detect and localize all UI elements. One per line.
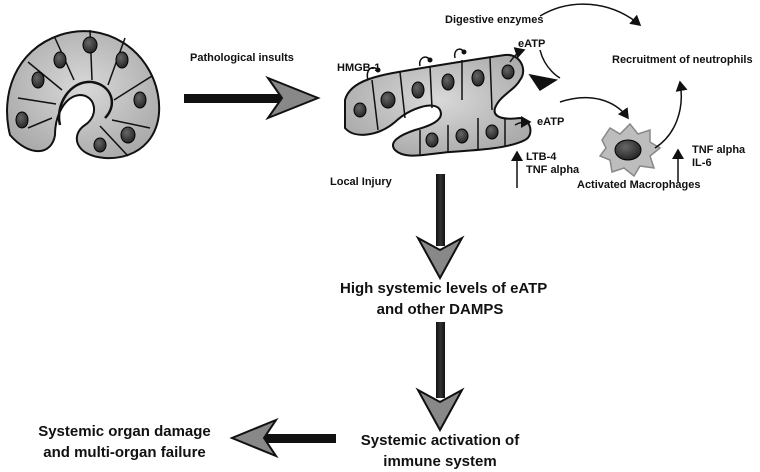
- activated-macrophage-icon: [598, 122, 662, 178]
- healthy-acinus-illustration: [6, 29, 161, 160]
- eatp-upper-label: eATP: [518, 38, 546, 50]
- digestive-enzymes-label: Digestive enzymes: [445, 14, 544, 26]
- systemic-activation-line-2: immune system: [383, 453, 497, 470]
- arrow-to-organ-failure: [229, 417, 336, 459]
- high-systemic-line-1: High systemic levels of eATP: [340, 280, 548, 297]
- arrow-to-systemic-levels: [415, 174, 465, 281]
- high-systemic-line-2: and other DAMPS: [376, 301, 504, 318]
- arrow-to-immune-activation: [415, 322, 465, 433]
- activated-macrophages-label: Activated Macrophages: [577, 179, 701, 191]
- organ-damage-line-1: Systemic organ damage: [38, 423, 211, 440]
- cytokine-arrows: [511, 80, 688, 188]
- eatp-lower-label: eATP: [537, 116, 565, 128]
- recruitment-of-neutrophils-label: Recruitment of neutrophils: [612, 54, 753, 66]
- organ-damage-step: Systemic organ damage and multi-organ fa…: [22, 421, 227, 463]
- injured-acinus-illustration: [344, 48, 532, 157]
- systemic-activation-step: Systemic activation of immune system: [345, 430, 535, 472]
- tnf-alpha-right-label: TNF alpha: [692, 144, 746, 156]
- eatp-release-arrows: [509, 3, 642, 129]
- tnf-alpha-left-label: TNF alpha: [526, 164, 580, 176]
- il6-label: IL-6: [692, 157, 712, 169]
- pathological-insults-label: Pathological insults: [190, 52, 294, 64]
- high-systemic-levels-step: High systemic levels of eATP and other D…: [340, 278, 548, 320]
- local-injury-label: Local Injury: [330, 176, 392, 188]
- organ-damage-line-2: and multi-organ failure: [43, 444, 206, 461]
- ltb4-label: LTB-4: [526, 151, 557, 163]
- pathological-insults-arrow: [184, 75, 321, 121]
- hmgb1-label: HMGB-1: [337, 62, 381, 74]
- systemic-activation-line-1: Systemic activation of: [360, 432, 520, 449]
